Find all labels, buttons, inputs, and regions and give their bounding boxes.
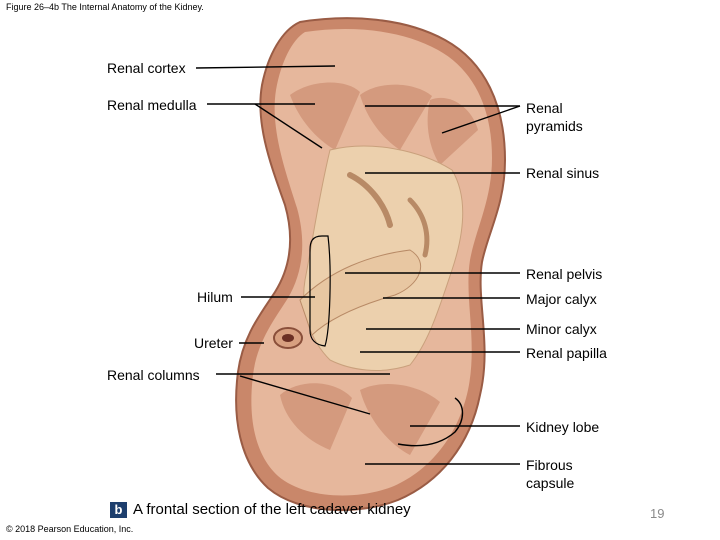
leader-lines <box>195 65 521 465</box>
renal-pyramid <box>280 383 352 450</box>
renal-pelvis <box>299 249 422 336</box>
label-renal-papilla: Renal papilla <box>526 345 607 361</box>
label-ureter: Ureter <box>194 335 233 351</box>
hilum-bracket <box>309 235 331 347</box>
renal-pyramid <box>427 97 478 165</box>
figure-title: Figure 26–4b The Internal Anatomy of the… <box>6 2 204 12</box>
label-renal-pyramids-line2: pyramids <box>526 118 583 134</box>
label-renal-pyramids-line1: Renal <box>526 100 563 116</box>
caption-text: A frontal section of the left cadaver ki… <box>133 501 411 518</box>
label-minor-calyx: Minor calyx <box>526 321 597 337</box>
label-renal-sinus: Renal sinus <box>526 165 600 181</box>
label-renal-medulla: Renal medulla <box>107 97 197 113</box>
renal-pyramid <box>360 383 440 455</box>
major-calyx <box>347 172 393 228</box>
renal-pyramid <box>290 82 360 150</box>
panel-badge: b <box>110 501 127 518</box>
label-renal-columns: Renal columns <box>107 367 200 383</box>
label-fibrous-capsule-line2: capsule <box>526 475 575 491</box>
slide-number: 19 <box>650 506 665 521</box>
figure-caption: b A frontal section of the left cadaver … <box>110 501 411 518</box>
label-fibrous-capsule-line1: Fibrous <box>526 457 573 473</box>
ureter-lumen <box>282 334 294 342</box>
label-major-calyx: Major calyx <box>526 291 597 307</box>
kidney-lobe-bracket <box>397 397 464 447</box>
renal-pyramid <box>360 84 432 150</box>
label-kidney-lobe: Kidney lobe <box>526 419 600 435</box>
label-renal-cortex: Renal cortex <box>107 60 186 76</box>
copyright: © 2018 Pearson Education, Inc. <box>6 524 134 534</box>
label-hilum: Hilum <box>197 289 233 305</box>
label-renal-pelvis: Renal pelvis <box>526 266 603 282</box>
minor-calyx <box>407 197 430 258</box>
